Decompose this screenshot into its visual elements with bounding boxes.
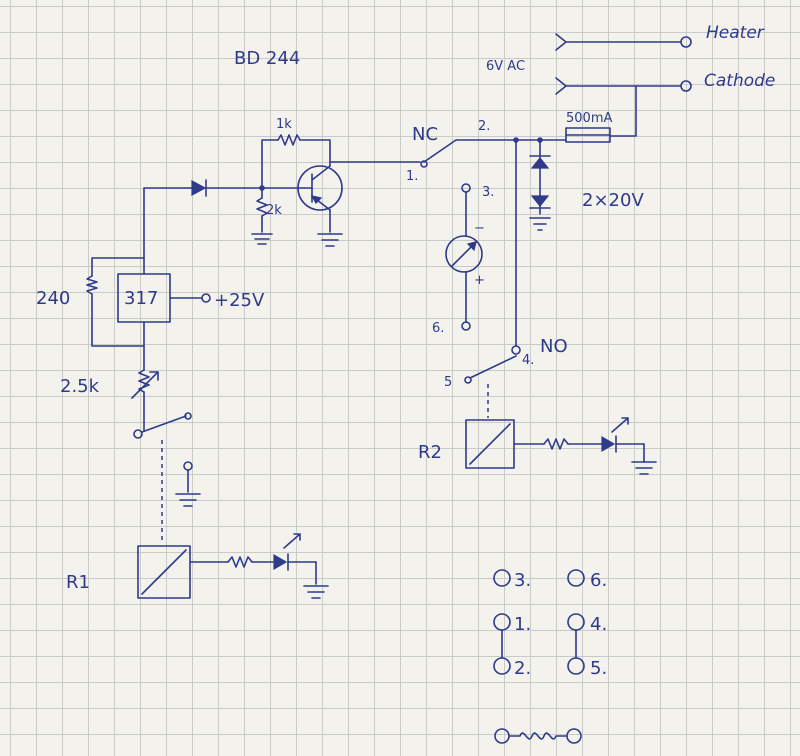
no-label: NO [540, 336, 568, 357]
contact-3-label: 3. [482, 185, 494, 200]
relay-r1 [137, 545, 191, 599]
ac-supply-lines [555, 33, 692, 95]
resistor-240-label: 240 [36, 288, 70, 309]
pin-3-label: 3. [514, 570, 531, 591]
transistor-label: BD 244 [234, 48, 300, 69]
contact-4-label: 4. [522, 353, 534, 368]
resistor-1k-label: 1k [276, 117, 292, 132]
pin-1-label: 1. [514, 614, 531, 635]
regulator-label: 317 [124, 288, 158, 309]
relay-r2-label: R2 [418, 442, 442, 463]
dc-supply-label: +25V [214, 290, 265, 311]
resistor-1k [261, 134, 331, 189]
zener-label: 2×20V [582, 190, 644, 211]
zener-diodes [529, 139, 551, 231]
pot-label: 2.5k [60, 376, 100, 397]
relay-r1-switch [133, 412, 201, 544]
pinout-diagram [493, 569, 585, 744]
resistor-2k [251, 187, 273, 245]
fuse-label: 500mA [566, 111, 612, 126]
nc-label: NC [412, 124, 438, 145]
potentiometer [131, 369, 159, 431]
meter-minus: − [474, 221, 485, 236]
pin-4-label: 4. [590, 614, 607, 635]
cathode-label: Cathode [704, 71, 775, 91]
resistor-2k-label: 2k [266, 203, 282, 218]
pin-2-label: 2. [514, 658, 531, 679]
meter [445, 183, 483, 331]
meter-plus: + [474, 273, 485, 288]
contact-5-label: 5 [444, 375, 452, 390]
pin-6-label: 6. [590, 570, 607, 591]
relay-r1-led-circuit [189, 533, 329, 599]
pin-5-label: 5. [590, 658, 607, 679]
relay-r2-led-circuit [513, 417, 657, 475]
transistor-bd244 [261, 161, 421, 247]
heater-label: Heater [706, 23, 765, 43]
contact-6-label: 6. [432, 321, 444, 336]
ac-supply-label: 6V AC [486, 59, 525, 74]
contact-2-label: 2. [478, 119, 490, 134]
regulator-317 [86, 257, 211, 371]
contact-1-label: 1. [406, 169, 418, 184]
relay-r1-label: R1 [66, 572, 90, 593]
diode [143, 179, 263, 259]
